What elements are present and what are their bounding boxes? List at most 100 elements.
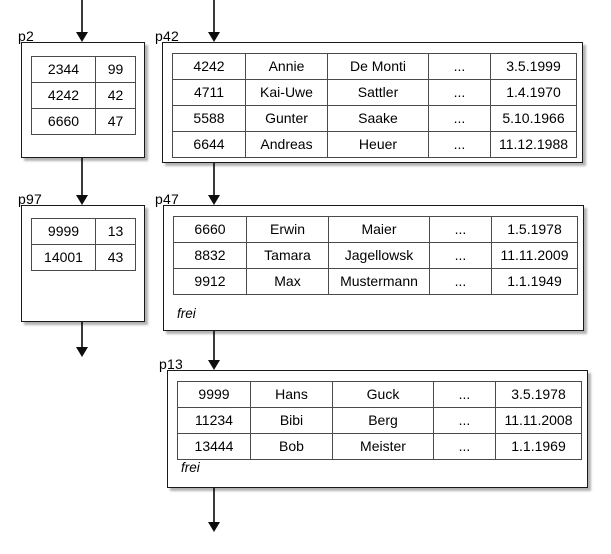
- table-cell: Berg: [332, 407, 434, 434]
- arrow-head: [76, 347, 88, 357]
- table-cell: 11234: [177, 407, 251, 434]
- table-cell: Annie: [245, 53, 328, 80]
- table-cell: Jagellowsk: [328, 242, 430, 269]
- table-cell: 1.4.1970: [490, 79, 577, 106]
- table-cell: 4242: [31, 82, 96, 109]
- arrow-head: [208, 32, 220, 42]
- table-cell: 9912: [173, 268, 247, 295]
- table-cell: 42: [95, 82, 136, 109]
- table-cell: 11.11.2009: [491, 242, 578, 269]
- free-space-label-p47: frei: [177, 306, 196, 321]
- table-cell: ...: [428, 79, 491, 106]
- table-cell: 2344: [31, 56, 96, 83]
- table-cell: 4711: [172, 79, 246, 106]
- table-cell: Andreas: [245, 131, 328, 158]
- page-label-p13: p13: [159, 356, 183, 372]
- table-cell: 3.5.1999: [490, 53, 577, 80]
- table-cell: 9999: [31, 218, 96, 245]
- table-cell: Hans: [250, 381, 333, 408]
- table-cell: 6660: [31, 108, 96, 135]
- arrow-head: [208, 360, 220, 370]
- page-label-p97: p97: [18, 191, 42, 207]
- arrow-shaft: [81, 0, 83, 32]
- table-cell: 6644: [172, 131, 246, 158]
- arrow-p97-down: [75, 322, 89, 357]
- table-cell: 5588: [172, 105, 246, 132]
- table-cell: 1.5.1978: [491, 216, 578, 243]
- arrow-head: [76, 195, 88, 205]
- table-cell: 1.1.1969: [495, 433, 582, 460]
- table-cell: Kai-Uwe: [245, 79, 328, 106]
- table-cell: Bob: [250, 433, 333, 460]
- arrow-p13-down: [207, 487, 221, 532]
- table-cell: Saake: [327, 105, 429, 132]
- table-cell: 6660: [173, 216, 247, 243]
- table-cell: ...: [429, 216, 492, 243]
- table-cell: 9999: [177, 381, 251, 408]
- table-cell: 13444: [177, 433, 251, 460]
- table-cell: De Monti: [327, 53, 429, 80]
- arrow-shaft: [213, 487, 215, 522]
- table-cell: Max: [246, 268, 329, 295]
- arrow-p47-to-p13: [207, 330, 221, 370]
- table-cell: ...: [433, 407, 496, 434]
- arrow-shaft: [213, 162, 215, 195]
- arrow-head: [208, 522, 220, 532]
- arrow-shaft: [81, 322, 83, 347]
- arrow-shaft: [213, 0, 215, 32]
- table-cell: ...: [433, 381, 496, 408]
- table-cell: ...: [433, 433, 496, 460]
- table-cell: 4242: [172, 53, 246, 80]
- page-label-p2: p2: [18, 28, 34, 44]
- arrow-into-p2: [75, 0, 89, 42]
- table-cell: Mustermann: [328, 268, 430, 295]
- table-cell: Heuer: [327, 131, 429, 158]
- arrow-p42-to-p47: [207, 162, 221, 205]
- table-cell: ...: [429, 268, 492, 295]
- arrow-head: [76, 32, 88, 42]
- arrow-head: [208, 195, 220, 205]
- table-cell: Maier: [328, 216, 430, 243]
- table-cell: Meister: [332, 433, 434, 460]
- table-cell: 47: [95, 108, 136, 135]
- page-label-p42: p42: [155, 28, 179, 44]
- arrow-p2-to-p97: [75, 157, 89, 205]
- table-cell: Gunter: [245, 105, 328, 132]
- table-cell: Sattler: [327, 79, 429, 106]
- table-cell: 1.1.1949: [491, 268, 578, 295]
- table-cell: 8832: [173, 242, 247, 269]
- arrow-shaft: [81, 157, 83, 195]
- table-cell: 43: [95, 244, 136, 271]
- table-cell: 11.12.1988: [490, 131, 577, 158]
- table-cell: ...: [428, 53, 491, 80]
- table-cell: 3.5.1978: [495, 381, 582, 408]
- arrow-shaft: [213, 330, 215, 360]
- table-cell: 99: [95, 56, 136, 83]
